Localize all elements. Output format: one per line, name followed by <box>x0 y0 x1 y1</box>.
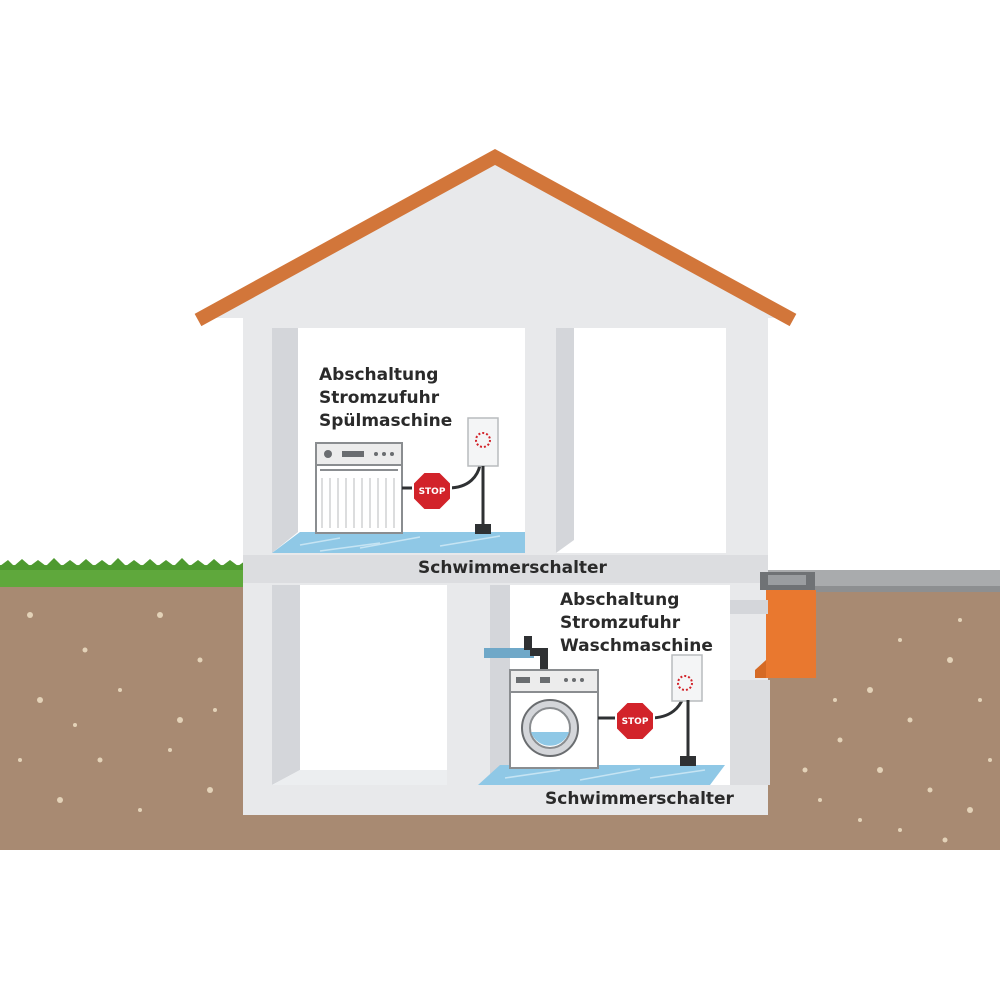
grass <box>0 565 245 587</box>
upper-stop-sign-icon <box>412 471 452 511</box>
lower-heading-line-1: Abschaltung <box>560 590 680 610</box>
upper-sensor-label: Schwimmerschalter <box>418 558 607 578</box>
pavement <box>760 570 1000 590</box>
drain-pipe <box>730 600 768 614</box>
upper-socket-icon <box>467 417 499 467</box>
lower-stop-text: STOP <box>622 717 649 727</box>
lower-heading: Abschaltung Stromzufuhr Waschmaschine <box>560 589 713 658</box>
drain-grate-inner <box>768 575 806 585</box>
lower-left-room <box>272 585 447 785</box>
house-floor-slab <box>243 555 768 583</box>
upper-heading: Abschaltung Stromzufuhr Spülmaschine <box>319 364 452 433</box>
lower-stop-sign-icon <box>615 701 655 741</box>
drain-side <box>755 660 766 678</box>
upper-water <box>272 532 525 553</box>
upper-left-room-shade <box>272 328 298 553</box>
lower-heading-line-2: Stromzufuhr <box>560 613 681 633</box>
roof <box>194 149 797 327</box>
drain-box <box>766 590 816 678</box>
upper-heading-line-1: Abschaltung <box>319 365 439 385</box>
upper-stop-text: STOP <box>419 487 446 497</box>
wall-step <box>730 680 770 785</box>
water-tap-icon <box>484 636 548 672</box>
upper-right-room <box>556 328 726 553</box>
upper-heading-line-3: Spülmaschine <box>319 411 453 431</box>
soil-pebbles <box>18 612 992 843</box>
upper-right-room-shade <box>556 328 574 553</box>
lower-socket-icon <box>671 654 703 702</box>
lower-float-switch-icon <box>680 700 696 766</box>
grass-blades <box>0 558 245 570</box>
roof-gable <box>200 160 790 318</box>
lower-sensor-label: Schwimmerschalter <box>545 789 734 809</box>
upper-water-ripples <box>299 535 501 552</box>
upper-heading-line-2: Stromzufuhr <box>319 388 440 408</box>
lower-left-room-floor <box>272 770 447 785</box>
lower-heading-line-3: Waschmaschine <box>560 636 713 656</box>
dishwasher-icon <box>315 442 403 534</box>
lower-right-room-shade <box>490 585 510 785</box>
pavement-edge <box>760 586 1000 592</box>
lower-left-room-shade <box>272 585 300 785</box>
washing-machine-icon <box>509 669 599 769</box>
lower-water <box>478 765 725 785</box>
lower-water-ripples <box>504 768 706 781</box>
upper-float-switch-icon <box>475 466 491 534</box>
